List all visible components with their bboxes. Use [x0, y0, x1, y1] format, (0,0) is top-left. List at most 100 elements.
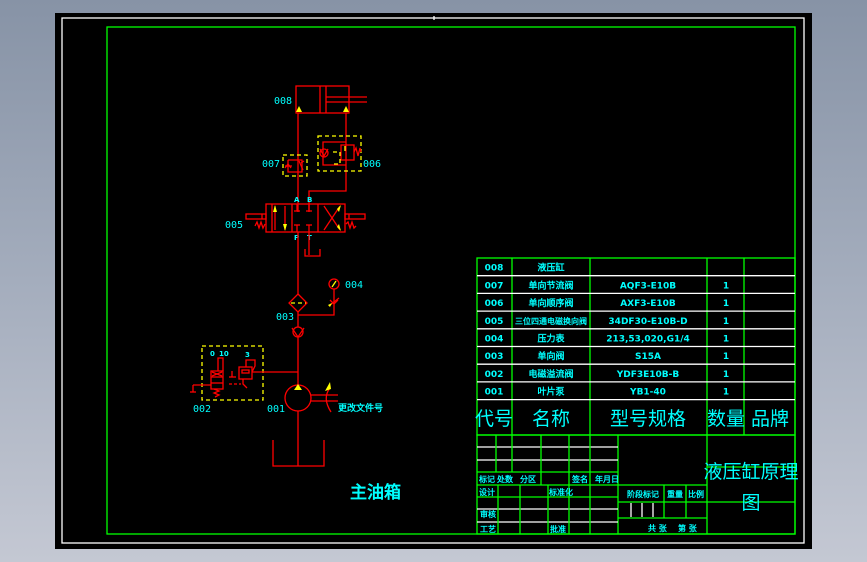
inner-frame	[106, 26, 796, 535]
cell-model: YB1-40	[629, 388, 666, 398]
label-008: 008	[274, 96, 292, 107]
label-006: 006	[363, 159, 381, 170]
port-marker-icon	[296, 106, 302, 112]
relief-scale-low: 0	[210, 350, 215, 358]
header-name: 名称	[532, 408, 570, 430]
label-003: 003	[276, 312, 294, 323]
port-marker-icon	[343, 106, 349, 112]
directional-valve-005[interactable]	[245, 203, 366, 233]
table-row[interactable]: 001 叶片泵 YB1-40 1	[485, 386, 730, 398]
cell-qty: 1	[723, 335, 729, 345]
table-row[interactable]: 005 三位四通电磁换向阀 34DF30-E10B-D 1	[485, 316, 730, 327]
drawing-canvas[interactable]	[55, 13, 812, 549]
label-007: 007	[262, 159, 280, 170]
cell-qty: 1	[723, 281, 729, 291]
table-row[interactable]: 002 电磁溢流阀 YDF3E10B-B 1	[485, 368, 730, 380]
label-sheet-no: 第 张	[678, 523, 698, 533]
pressure-gauge-004[interactable]	[328, 278, 340, 307]
outer-frame	[61, 17, 805, 544]
cell-name: 液压缸	[537, 262, 564, 274]
label-design: 设计	[479, 487, 495, 497]
cell-code: 008	[485, 264, 504, 274]
label-date: 年月日	[595, 474, 619, 484]
port-a-label: A	[294, 196, 300, 204]
cell-qty: 1	[723, 370, 729, 380]
table-row[interactable]: 003 单向阀 S15A 1	[485, 350, 730, 362]
pipe-gauge	[298, 289, 335, 316]
cell-name: 单向阀	[537, 350, 564, 362]
spring-icon	[254, 219, 266, 231]
cell-code: 006	[485, 299, 504, 309]
table-row[interactable]: 007 单向节流阀 AQF3-E10B 1	[485, 279, 730, 291]
cell-model: 34DF30-E10B-D	[608, 317, 687, 327]
drawing-title-line2: 图	[741, 492, 760, 514]
cell-name: 单向顺序阀	[528, 297, 573, 309]
cell-code: 001	[485, 388, 504, 398]
main-tank[interactable]	[272, 440, 325, 467]
label-mark: 标记	[478, 474, 495, 484]
label-zone: 分区	[520, 474, 536, 484]
header-qty: 数量	[707, 408, 745, 430]
cell-name: 压力表	[537, 333, 565, 345]
title-block: 标记 处数 分区 签名 年月日 设计 标准化 审核 工艺 批准 阶段标记 重量 …	[476, 434, 799, 535]
cell-code: 002	[485, 370, 504, 380]
solenoid-left-icon	[245, 213, 267, 220]
relief-scale-high: 10	[219, 350, 229, 358]
cell-code: 004	[485, 335, 504, 345]
cell-qty: 1	[723, 388, 729, 398]
label-stage-mark: 阶段标记	[627, 489, 659, 499]
label-process: 工艺	[480, 524, 496, 534]
cell-qty: 1	[723, 317, 729, 327]
cylinder-008[interactable]	[295, 85, 367, 114]
sequence-valve-006[interactable]	[317, 135, 362, 172]
header-brand: 品牌	[751, 408, 789, 430]
vane-pump-001[interactable]	[284, 382, 338, 413]
cell-name: 单向节流阀	[528, 279, 573, 291]
label-total-sheets: 共 张	[648, 523, 668, 533]
cell-code: 003	[485, 352, 504, 362]
cell-model: S15A	[635, 352, 661, 362]
label-004: 004	[345, 280, 363, 291]
label-005: 005	[225, 220, 243, 231]
cell-name: 电磁溢流阀	[528, 368, 573, 380]
pipe-b	[308, 113, 347, 212]
label-standardization: 标准化	[548, 487, 573, 497]
relief-spring-setting: 3	[245, 351, 250, 359]
label-weight: 重量	[667, 489, 683, 499]
cell-qty: 1	[723, 299, 729, 309]
label-signature: 签名	[571, 474, 588, 484]
table-row[interactable]: 008 液压缸	[485, 262, 565, 274]
label-scale: 比例	[688, 489, 704, 499]
hydraulic-schematic: 008 007 006	[190, 85, 401, 503]
spring-icon	[345, 219, 357, 231]
check-valve[interactable]	[291, 326, 305, 339]
label-approve: 批准	[550, 524, 566, 534]
cell-code: 007	[485, 281, 504, 291]
relief-valve-002[interactable]	[190, 345, 264, 401]
port-p-label: P	[294, 234, 299, 242]
cell-name: 三位四通电磁换向阀	[515, 316, 587, 326]
filter-003[interactable]	[288, 293, 308, 313]
spring-icon	[353, 146, 362, 157]
label-review: 审核	[480, 509, 496, 519]
solenoid-right-icon	[344, 213, 366, 220]
cell-model: 213,53,020,G1/4	[606, 335, 690, 345]
throttle-valve-007[interactable]	[282, 154, 308, 177]
label-001: 001	[267, 404, 285, 415]
label-count: 处数	[496, 474, 514, 484]
header-model: 型号规格	[610, 408, 686, 430]
cell-model: YDF3E10B-B	[616, 370, 680, 380]
cell-model: AQF3-E10B	[620, 281, 676, 291]
tank-label: 主油箱	[350, 482, 401, 503]
drawing-title-line1: 液压缸原理	[703, 461, 798, 483]
label-002: 002	[193, 404, 211, 415]
tank-return-icon	[304, 249, 321, 257]
cell-name: 叶片泵	[537, 386, 565, 398]
table-row[interactable]: 004 压力表 213,53,020,G1/4 1	[485, 333, 730, 345]
port-b-label: B	[307, 196, 312, 204]
cell-code: 005	[485, 317, 504, 327]
cell-qty: 1	[723, 352, 729, 362]
